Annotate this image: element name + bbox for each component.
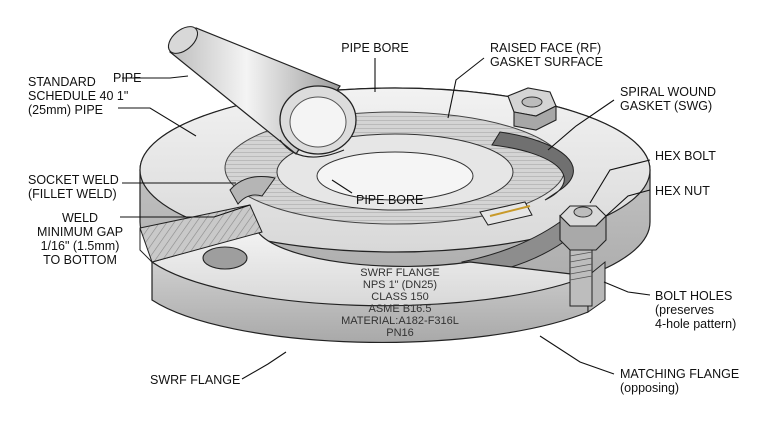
label-raised-face-2: GASKET SURFACE (490, 55, 603, 69)
label-matching-flange-2: (opposing) (620, 381, 679, 395)
label-hex-nut: HEX NUT (655, 184, 710, 198)
label-weld-3: 1/16" (1.5mm) (41, 239, 120, 253)
label-spiral-gasket-1: SPIRAL WOUND (620, 85, 716, 99)
label-swrf-flange: SWRF FLANGE (150, 373, 240, 387)
pipe (167, 26, 357, 158)
swrf-flange (139, 176, 606, 344)
svg-text:SWRF FLANGE: SWRF FLANGE (360, 267, 439, 279)
label-bolt-holes-3: 4-hole pattern) (655, 317, 736, 331)
label-pipe-bore-top: PIPE BORE (341, 41, 408, 55)
label-bolt-holes-2: (preserves (655, 303, 714, 317)
label-bolt-holes-1: BOLT HOLES (655, 289, 732, 303)
label-socket-weld-1: SOCKET WELD (28, 173, 119, 187)
callout-labels: PIPE STANDARD SCHEDULE 40 1" (25mm) PIPE… (28, 41, 739, 395)
label-standard-pipe-2: SCHEDULE 40 1" (28, 89, 128, 103)
label-weld-2: MINIMUM GAP (37, 225, 123, 239)
label-standard-pipe-1: STANDARD (28, 75, 96, 89)
label-pipe-bore-mid: PIPE BORE (356, 193, 423, 207)
flange-engraving: SWRF FLANGE NPS 1" (DN25) CLASS 150 ASME… (341, 267, 459, 339)
leader-lines (118, 57, 651, 380)
hex-nut (559, 205, 607, 251)
svg-text:ASME B16.5: ASME B16.5 (369, 303, 432, 315)
svg-text:CLASS 150: CLASS 150 (371, 291, 428, 303)
svg-text:MATERIAL:A182-F316L: MATERIAL:A182-F316L (341, 315, 459, 327)
label-weld-4: TO BOTTOM (43, 253, 117, 267)
label-standard-pipe-3: (25mm) PIPE (28, 103, 103, 117)
svg-text:NPS 1" (DN25): NPS 1" (DN25) (363, 279, 437, 291)
label-spiral-gasket-2: GASKET (SWG) (620, 99, 712, 113)
label-pipe: PIPE (113, 71, 142, 85)
label-hex-bolt: HEX BOLT (655, 149, 716, 163)
hex-bolt-head-back (507, 87, 557, 131)
svg-text:PN16: PN16 (386, 327, 414, 339)
label-matching-flange-1: MATCHING FLANGE (620, 367, 739, 381)
label-raised-face-1: RAISED FACE (RF) (490, 41, 601, 55)
label-socket-weld-2: (FILLET WELD) (28, 187, 117, 201)
spiral-wound-gasket (461, 131, 574, 277)
label-weld-1: WELD (62, 211, 98, 225)
